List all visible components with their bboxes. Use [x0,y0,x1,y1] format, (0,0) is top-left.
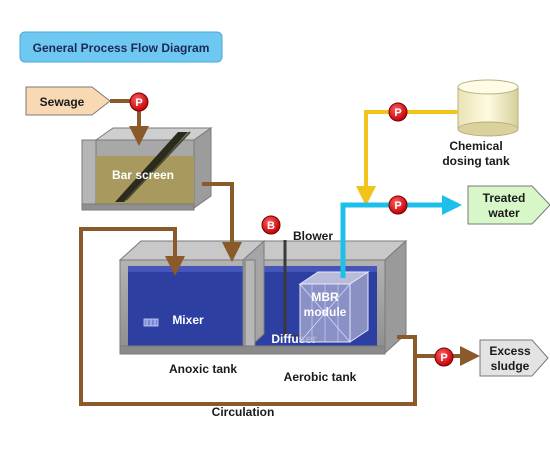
bar-screen-label: Bar screen [112,168,174,182]
mixer-label: Mixer [172,313,204,327]
blower-icon: B [261,215,281,235]
sludge-label-line1: Excess [489,344,531,358]
pipe-chemical-dosing [356,110,458,206]
mbr-label-line1: MBR [311,290,339,304]
svg-text:P: P [394,107,401,119]
aerobic-tank-label: Aerobic tank [284,370,357,384]
treated-label-line1: Treated [483,191,526,205]
title-box: General Process Flow Diagram [19,31,223,63]
pipe-treated-water [340,195,462,278]
main-tank: Mixer Diffuser MBR module [118,239,408,355]
bar-screen-grid [115,132,188,202]
sewage-label: Sewage [40,95,85,109]
chemical-dosing-tank [457,79,519,137]
svg-text:B: B [267,220,275,232]
pump-icon-sewage: P [129,92,149,112]
bar-screen-tank: Bar screen [81,127,213,211]
diagram-title: General Process Flow Diagram [33,41,210,55]
sewage-tag: Sewage [25,86,111,116]
chemical-label-line1: Chemical [449,139,502,153]
pump-icon-sludge: P [434,347,454,367]
mbr-label-line2: module [304,305,347,319]
sludge-label-line2: sludge [491,359,530,373]
anoxic-tank-label: Anoxic tank [169,362,237,376]
circulation-label: Circulation [212,405,275,419]
pump-icon-permeate: P [388,195,408,215]
svg-text:P: P [394,200,401,212]
svg-text:P: P [135,97,142,109]
blower-label: Blower [293,229,333,243]
chemical-label-line2: dosing tank [442,154,510,168]
treated-label-line2: water [487,206,520,220]
mixer-icon [143,318,159,327]
pipe-bar-to-anoxic [202,182,242,262]
pipe-circulation [79,227,417,406]
excess-sludge-tag: Excess sludge [479,339,549,377]
pump-icon-chemical: P [388,102,408,122]
treated-water-tag: Treated water [467,185,550,225]
svg-text:P: P [440,352,447,364]
mbr-module: MBR module [298,271,370,343]
